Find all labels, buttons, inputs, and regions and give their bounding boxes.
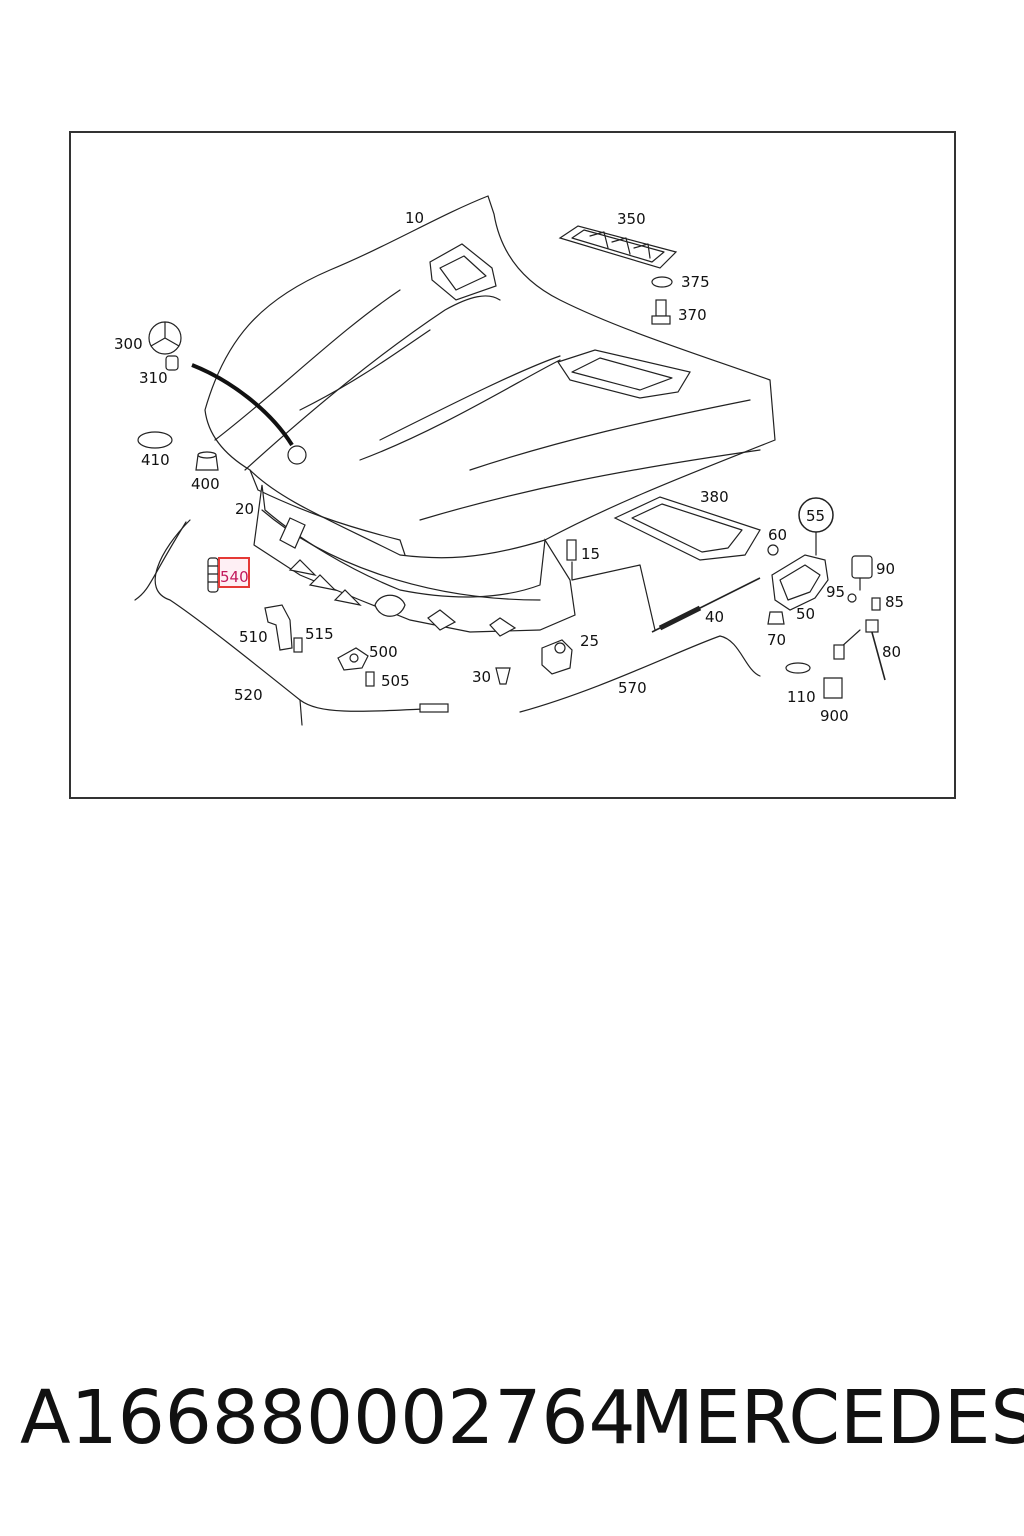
nut-60 xyxy=(767,544,779,556)
callout-15: 15 xyxy=(581,545,600,563)
bolt-95 xyxy=(847,593,857,603)
callout-55: 55 xyxy=(806,507,825,525)
vent-grille-350 xyxy=(558,225,678,269)
callout-25: 25 xyxy=(580,632,599,650)
highlight-box-540 xyxy=(218,557,250,588)
handle-900 xyxy=(823,677,843,699)
callout-520: 520 xyxy=(234,686,263,704)
emblem-arrow xyxy=(191,363,294,447)
callout-310: 310 xyxy=(139,369,168,387)
part-70 xyxy=(767,611,785,625)
switch-90 xyxy=(851,555,873,591)
cable-570 xyxy=(519,635,761,713)
callout-10: 10 xyxy=(405,209,424,227)
callout-400: 400 xyxy=(191,475,220,493)
hood-inner-panel xyxy=(253,484,576,637)
brand-name: MERCEDES xyxy=(630,1375,1024,1461)
bracket-510 xyxy=(264,604,293,651)
callout-40: 40 xyxy=(705,608,724,626)
callout-570: 570 xyxy=(618,679,647,697)
callout-300: 300 xyxy=(114,335,143,353)
clip-30 xyxy=(495,667,511,685)
bolt-505 xyxy=(365,671,375,687)
star-emblem-300 xyxy=(148,321,182,355)
bracket-500 xyxy=(337,647,369,671)
seal-frame-380 xyxy=(613,496,761,561)
callout-500: 500 xyxy=(369,643,398,661)
callout-90: 90 xyxy=(876,560,895,578)
callout-505: 505 xyxy=(381,672,410,690)
grommet-310 xyxy=(165,355,179,371)
callout-50: 50 xyxy=(796,605,815,623)
latch-50 xyxy=(771,527,829,611)
callout-370: 370 xyxy=(678,306,707,324)
callout-510: 510 xyxy=(239,628,268,646)
washer-375 xyxy=(651,276,673,288)
callout-900: 900 xyxy=(820,707,849,725)
callout-20: 20 xyxy=(235,500,254,518)
callout-350: 350 xyxy=(617,210,646,228)
callout-95: 95 xyxy=(826,583,845,601)
callout-515: 515 xyxy=(305,625,334,643)
part-number: A166880002764 xyxy=(20,1375,636,1461)
callout-circle-55 xyxy=(798,497,834,533)
callout-110: 110 xyxy=(787,688,816,706)
callout-540: 540 xyxy=(220,568,249,586)
bolt-85 xyxy=(871,597,881,611)
bolt-370 xyxy=(651,299,671,325)
callout-60: 60 xyxy=(768,526,787,544)
pad-410 xyxy=(137,431,173,449)
block-25 xyxy=(541,639,573,675)
bolt-515 xyxy=(293,637,303,653)
bumper-400 xyxy=(195,451,219,471)
hood-panel xyxy=(204,195,776,559)
callout-30: 30 xyxy=(472,668,491,686)
callout-375: 375 xyxy=(681,273,710,291)
callout-80: 80 xyxy=(882,643,901,661)
callout-380: 380 xyxy=(700,488,729,506)
gas-strut-40 xyxy=(651,577,761,633)
grommet-110 xyxy=(785,662,811,674)
callout-70: 70 xyxy=(767,631,786,649)
callout-410: 410 xyxy=(141,451,170,469)
footer: A166880002764 MERCEDES xyxy=(0,1375,1024,1475)
rod-80 xyxy=(833,619,886,681)
part-540 xyxy=(207,557,219,593)
clip-15 xyxy=(566,539,656,631)
callout-85: 85 xyxy=(885,593,904,611)
